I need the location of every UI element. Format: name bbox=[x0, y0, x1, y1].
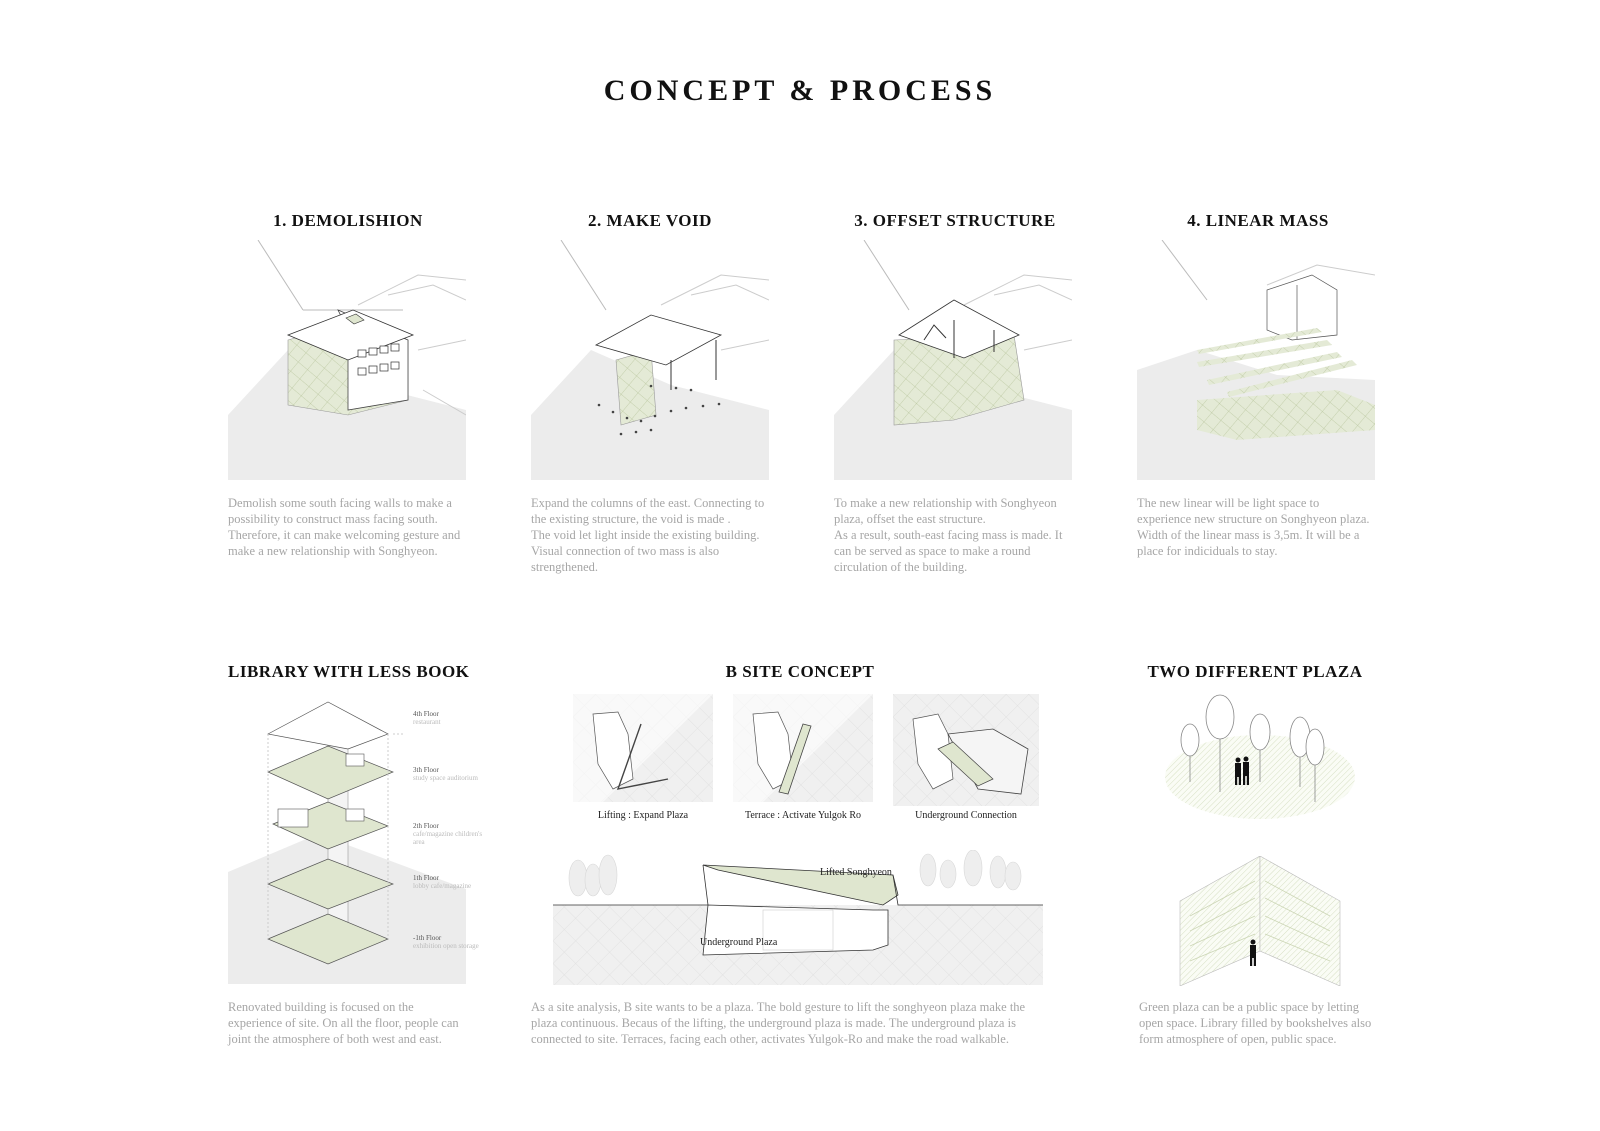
plaza-title: TWO DIFFERENT PLAZA bbox=[1147, 662, 1363, 681]
step1-text-p1: Demolish some south facing walls to make… bbox=[228, 496, 452, 526]
bsite-title: B SITE CONCEPT bbox=[725, 662, 875, 681]
bsite-caption-3: Underground Connection bbox=[915, 810, 1017, 821]
step3-text-p1: To make a new relationship with Songhyeo… bbox=[834, 496, 1057, 526]
step1-title: 1. DEMOLISHION bbox=[273, 211, 423, 230]
floor-4: 4th Floor restaurant bbox=[413, 710, 441, 726]
bsite-caption-1: Lifting : Expand Plaza bbox=[597, 810, 689, 821]
step3-diagram bbox=[834, 239, 1073, 484]
floor-2: 2th Floor cafe/magazine children's area bbox=[413, 822, 483, 846]
plaza-green-diagram bbox=[1160, 692, 1360, 826]
bsite-label-lifted: Lifted Songhyeon bbox=[820, 867, 892, 878]
step3-text: To make a new relationship with Songhyeo… bbox=[834, 495, 1072, 575]
plaza-library-diagram bbox=[1175, 855, 1345, 990]
step2-diagram bbox=[531, 239, 770, 484]
library-text: Renovated building is focused on the exp… bbox=[228, 1000, 459, 1046]
library-title: LIBRARY WITH LESS BOOK bbox=[228, 662, 470, 681]
plaza-text: Green plaza can be a public space by let… bbox=[1139, 1000, 1372, 1046]
bsite-terrace-diagram bbox=[733, 694, 873, 806]
page-title: CONCEPT & PROCESS bbox=[603, 74, 997, 107]
bsite-lifting-diagram bbox=[573, 694, 713, 806]
floor-1: 1th Floor lobby cafe/magazine bbox=[413, 874, 472, 890]
step2-text-p2: The void let light inside the existing b… bbox=[531, 528, 760, 574]
step2-title: 2. MAKE VOID bbox=[588, 211, 712, 230]
bsite-label-underground: Underground Plaza bbox=[700, 937, 778, 948]
step4-text-p1: The new linear will be light space to ex… bbox=[1137, 496, 1370, 558]
step1-diagram bbox=[228, 239, 467, 484]
bsite-underground-diagram bbox=[893, 694, 1039, 810]
step1-text-p2: Therefore, it can make welcoming gesture… bbox=[228, 528, 461, 558]
floor-3: 3th Floor study space auditorium bbox=[413, 766, 478, 782]
bsite-section-diagram bbox=[553, 849, 1043, 989]
library-diagram bbox=[228, 694, 466, 988]
library-floor-labels: 4th Floor restaurant 3th Floor study spa… bbox=[413, 710, 483, 974]
step1-text: Demolish some south facing walls to make… bbox=[228, 495, 466, 559]
step3-title: 3. OFFSET STRUCTURE bbox=[854, 211, 1056, 230]
step4-text: The new linear will be light space to ex… bbox=[1137, 495, 1375, 559]
floor-basement: -1th Floor exhibition open storage bbox=[413, 934, 479, 950]
step2-text-p1: Expand the columns of the east. Connecti… bbox=[531, 496, 765, 526]
bsite-caption-2: Terrace : Activate Yulgok Ro bbox=[744, 810, 862, 821]
step4-diagram bbox=[1137, 239, 1376, 484]
step4-title: 4. LINEAR MASS bbox=[1187, 211, 1329, 230]
step2-text: Expand the columns of the east. Connecti… bbox=[531, 495, 769, 575]
step3-text-p2: As a result, south-east facing mass is m… bbox=[834, 528, 1063, 574]
bsite-text: As a site analysis, B site wants to be a… bbox=[531, 1000, 1026, 1046]
